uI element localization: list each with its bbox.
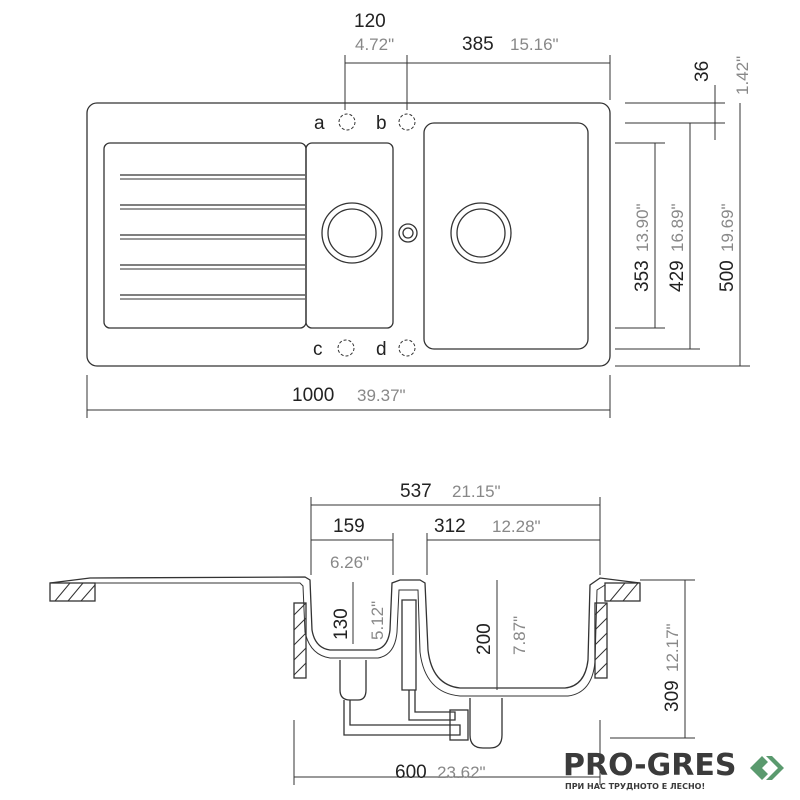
dimension-309: 309 12.17" bbox=[610, 579, 695, 739]
waste-pipes bbox=[339, 599, 503, 749]
dimension-200: 200 7.87" bbox=[474, 580, 529, 690]
sink-section-inner bbox=[90, 582, 606, 697]
svg-text:15.16": 15.16" bbox=[510, 35, 559, 54]
dimension-500: 500 19.69" bbox=[615, 103, 750, 367]
sink-section-outer bbox=[49, 576, 641, 689]
dimension-120: 120 4.72" bbox=[344, 11, 408, 110]
dimension-130: 130 5.12" bbox=[331, 582, 387, 644]
tap-hole-a bbox=[338, 113, 356, 131]
tap-hole-b bbox=[398, 113, 416, 131]
svg-text:PRO-GRES: PRO-GRES bbox=[563, 748, 736, 783]
svg-text:309: 309 bbox=[662, 680, 683, 712]
svg-text:1.42": 1.42" bbox=[733, 56, 752, 95]
svg-text:7.87": 7.87" bbox=[510, 616, 529, 655]
svg-text:200: 200 bbox=[474, 623, 495, 655]
svg-text:13.90": 13.90" bbox=[633, 203, 652, 252]
tap-hole-c-label: c bbox=[313, 339, 323, 360]
svg-text:4.72": 4.72" bbox=[355, 35, 394, 54]
svg-text:19.69": 19.69" bbox=[718, 203, 737, 252]
svg-text:429: 429 bbox=[667, 260, 688, 292]
dimension-1000: 1000 39.37" bbox=[86, 375, 611, 418]
svg-text:353: 353 bbox=[632, 260, 653, 292]
dimension-600: 600 23.62" bbox=[293, 720, 601, 785]
svg-text:120: 120 bbox=[354, 11, 386, 32]
dimension-385: 385 15.16" bbox=[407, 34, 611, 100]
countertop-hatch bbox=[49, 582, 641, 679]
dimension-312: 312 12.28" bbox=[426, 516, 600, 575]
drainer-grooves bbox=[120, 174, 305, 300]
tap-hole-d-label: d bbox=[376, 339, 387, 360]
svg-text:130: 130 bbox=[331, 608, 352, 640]
tap-hole-d bbox=[398, 339, 416, 357]
svg-text:12.17": 12.17" bbox=[663, 623, 682, 672]
svg-text:385: 385 bbox=[462, 34, 494, 55]
logo-chevron-icon bbox=[750, 756, 768, 780]
dimension-36: 36 1.42" bbox=[625, 56, 752, 140]
dimension-353: 353 13.90" bbox=[615, 142, 665, 329]
pro-gres-logo: PRO-GRES ПРИ НАС ТРУДНОТО Е ЛЕСНО! bbox=[563, 748, 784, 791]
dimension-429: 429 16.89" bbox=[615, 123, 700, 350]
svg-text:1000: 1000 bbox=[292, 385, 334, 406]
dimension-537: 537 21.15" bbox=[310, 481, 601, 575]
svg-text:36: 36 bbox=[692, 61, 713, 82]
dimension-159: 159 6.26" bbox=[311, 516, 394, 575]
large-bowl-drain bbox=[450, 202, 512, 264]
svg-text:5.12": 5.12" bbox=[368, 601, 387, 640]
svg-text:39.37": 39.37" bbox=[357, 386, 406, 405]
svg-text:12.28": 12.28" bbox=[492, 517, 541, 536]
svg-text:23.62": 23.62" bbox=[437, 763, 486, 782]
tap-hole-b-label: b bbox=[376, 113, 387, 134]
svg-text:500: 500 bbox=[717, 260, 738, 292]
svg-text:21.15": 21.15" bbox=[452, 482, 501, 501]
top-view: a b c d 120 4.72" 385 15.16" 36 1.42" bbox=[86, 11, 752, 418]
small-bowl-drain bbox=[321, 202, 383, 264]
svg-text:159: 159 bbox=[333, 516, 365, 537]
tap-hole-a-label: a bbox=[314, 113, 325, 134]
svg-text:312: 312 bbox=[434, 516, 466, 537]
small-bowl bbox=[305, 142, 394, 329]
svg-text:6.26": 6.26" bbox=[330, 553, 369, 572]
svg-text:16.89": 16.89" bbox=[668, 203, 687, 252]
overflow-icon bbox=[398, 223, 418, 243]
sink-outline bbox=[86, 102, 611, 367]
large-bowl bbox=[423, 122, 589, 350]
tap-hole-c bbox=[337, 339, 355, 357]
section-view: 537 21.15" 159 6.26" 312 12.28" 130 5.12… bbox=[49, 481, 695, 785]
svg-text:537: 537 bbox=[400, 481, 432, 502]
svg-text:ПРИ НАС ТРУДНОТО Е ЛЕСНО!: ПРИ НАС ТРУДНОТО Е ЛЕСНО! bbox=[565, 782, 705, 791]
svg-text:600: 600 bbox=[395, 762, 427, 783]
